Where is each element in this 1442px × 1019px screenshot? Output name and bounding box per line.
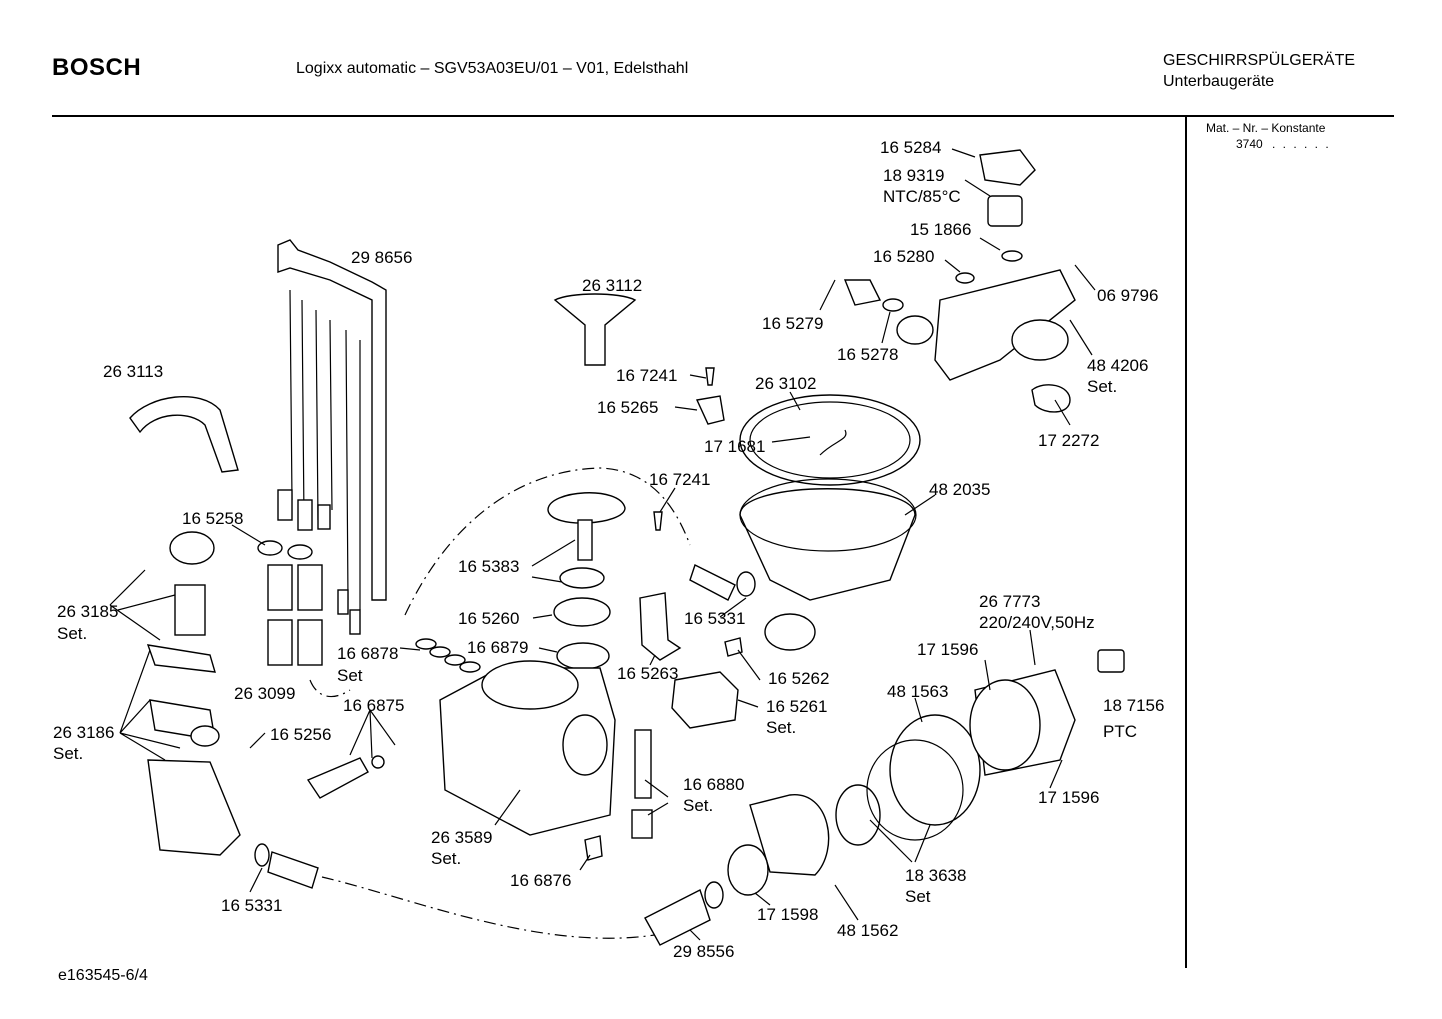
main-container bbox=[439, 660, 616, 836]
label-263589: 26 3589 bbox=[431, 828, 492, 847]
label-voltage: 220/240V,50Hz bbox=[979, 613, 1095, 632]
label-165280: 16 5280 bbox=[873, 247, 934, 266]
label-165263: 16 5263 bbox=[617, 664, 678, 683]
label-165256: 16 5256 bbox=[270, 725, 331, 744]
header-divider bbox=[52, 115, 1394, 117]
routing-line-top bbox=[404, 467, 691, 616]
label-166880: 16 6880 bbox=[683, 775, 744, 794]
label-171596-a: 17 1596 bbox=[917, 640, 978, 659]
label-165258: 16 5258 bbox=[182, 509, 243, 528]
clip-part bbox=[724, 637, 743, 657]
label-263186: 26 3186 bbox=[53, 723, 114, 742]
label-165261: 16 5261 bbox=[766, 697, 827, 716]
label-165331-b: 16 5331 bbox=[221, 896, 282, 915]
valve-part bbox=[306, 757, 369, 799]
part-labels: 16 5284 18 9319 NTC/85°C 15 1866 16 5280… bbox=[53, 138, 1164, 961]
category-subtitle: Unterbaugeräte bbox=[1163, 73, 1275, 90]
label-187156: 18 7156 bbox=[1103, 696, 1164, 715]
label-189319: 18 9319 bbox=[883, 166, 944, 185]
label-298556: 29 8556 bbox=[673, 942, 734, 961]
label-165284: 16 5284 bbox=[880, 138, 941, 157]
label-166875: 16 6875 bbox=[343, 696, 404, 715]
mat-nr-label: Mat. – Nr. – Konstante bbox=[1206, 121, 1326, 135]
flap-part bbox=[639, 592, 682, 661]
label-ptc: PTC bbox=[1103, 722, 1137, 741]
label-263186-set: Set. bbox=[53, 744, 83, 763]
footer-code: e163545-6/4 bbox=[58, 967, 148, 984]
label-165262: 16 5262 bbox=[768, 669, 829, 688]
label-263589-set: Set. bbox=[431, 849, 461, 868]
model-title: Logixx automatic – SGV53A03EU/01 – V01, … bbox=[296, 60, 689, 77]
label-165383: 16 5383 bbox=[458, 557, 519, 576]
leader-lines bbox=[109, 148, 1096, 941]
spray-tube-assembly bbox=[277, 239, 387, 635]
label-298656: 29 8656 bbox=[351, 248, 412, 267]
sensor-cap bbox=[631, 809, 653, 839]
label-165265: 16 5265 bbox=[597, 398, 658, 417]
routing-line-bottom bbox=[321, 876, 681, 939]
label-171681: 17 1681 bbox=[704, 437, 765, 456]
sensor-rod bbox=[634, 729, 652, 799]
label-183638: 18 3638 bbox=[905, 866, 966, 885]
label-484206: 48 4206 bbox=[1087, 356, 1148, 375]
label-165261-set: Set. bbox=[766, 718, 796, 737]
ring-part bbox=[736, 571, 756, 597]
label-069796: 06 9796 bbox=[1097, 286, 1158, 305]
ring-part-2 bbox=[254, 843, 270, 867]
label-481563: 48 1563 bbox=[887, 682, 948, 701]
label-171598: 17 1598 bbox=[757, 905, 818, 924]
sensor-module bbox=[843, 149, 1076, 413]
label-482035: 48 2035 bbox=[929, 480, 990, 499]
mat-nr-dots: . . . . . . bbox=[1272, 137, 1331, 151]
label-183638-set: Set bbox=[905, 887, 931, 906]
label-166878-set: Set bbox=[337, 666, 363, 685]
label-172272: 17 2272 bbox=[1038, 431, 1099, 450]
mat-nr-value: 3740 bbox=[1236, 137, 1263, 151]
ring-part-3 bbox=[704, 881, 724, 909]
screw-part bbox=[705, 367, 715, 386]
dispenser-part bbox=[671, 671, 739, 729]
hose-part bbox=[689, 564, 736, 601]
label-263185: 26 3185 bbox=[57, 602, 118, 621]
label-166879: 16 6879 bbox=[467, 638, 528, 657]
label-165260: 16 5260 bbox=[458, 609, 519, 628]
rings-set bbox=[415, 638, 481, 673]
label-166878: 16 6878 bbox=[337, 644, 398, 663]
label-165331-a: 16 5331 bbox=[684, 609, 745, 628]
distributor-wheel bbox=[547, 492, 626, 670]
label-267773: 26 7773 bbox=[979, 592, 1040, 611]
cover-part bbox=[129, 396, 239, 473]
label-165279: 16 5279 bbox=[762, 314, 823, 333]
label-ntc: NTC/85°C bbox=[883, 187, 961, 206]
water-softener-assembly bbox=[146, 531, 323, 856]
valve-ring bbox=[371, 755, 385, 769]
hose-part-3 bbox=[644, 889, 711, 946]
label-263099: 26 3099 bbox=[234, 684, 295, 703]
label-166876: 16 6876 bbox=[510, 871, 571, 890]
sump-assembly bbox=[739, 394, 921, 651]
label-484206-set: Set. bbox=[1087, 377, 1117, 396]
label-167241-b: 16 7241 bbox=[649, 470, 710, 489]
side-panel-divider bbox=[1185, 116, 1187, 968]
label-165278: 16 5278 bbox=[837, 345, 898, 364]
funnel-part bbox=[553, 293, 637, 366]
label-166880-set: Set. bbox=[683, 796, 713, 815]
label-151866: 15 1866 bbox=[910, 220, 971, 239]
label-167241-a: 16 7241 bbox=[616, 366, 677, 385]
label-481562: 48 1562 bbox=[837, 921, 898, 940]
label-263102: 26 3102 bbox=[755, 374, 816, 393]
label-171596-b: 17 1596 bbox=[1038, 788, 1099, 807]
label-263185-set: Set. bbox=[57, 624, 87, 643]
label-263113: 26 3113 bbox=[103, 362, 163, 381]
brand-logo: BOSCH bbox=[52, 54, 142, 81]
category-title: GESCHIRRSPÜLGERÄTE bbox=[1163, 52, 1356, 69]
hose-part-2 bbox=[267, 851, 319, 889]
clip-part-2 bbox=[584, 835, 603, 861]
routing-line-left bbox=[309, 679, 351, 698]
exploded-parts-diagram: 16 5284 18 9319 NTC/85°C 15 1866 16 5280… bbox=[53, 138, 1164, 961]
pump-assembly bbox=[727, 649, 1125, 896]
screw-part-2 bbox=[653, 511, 663, 531]
label-263112: 26 3112 bbox=[582, 276, 642, 295]
bracket-part bbox=[695, 395, 725, 425]
